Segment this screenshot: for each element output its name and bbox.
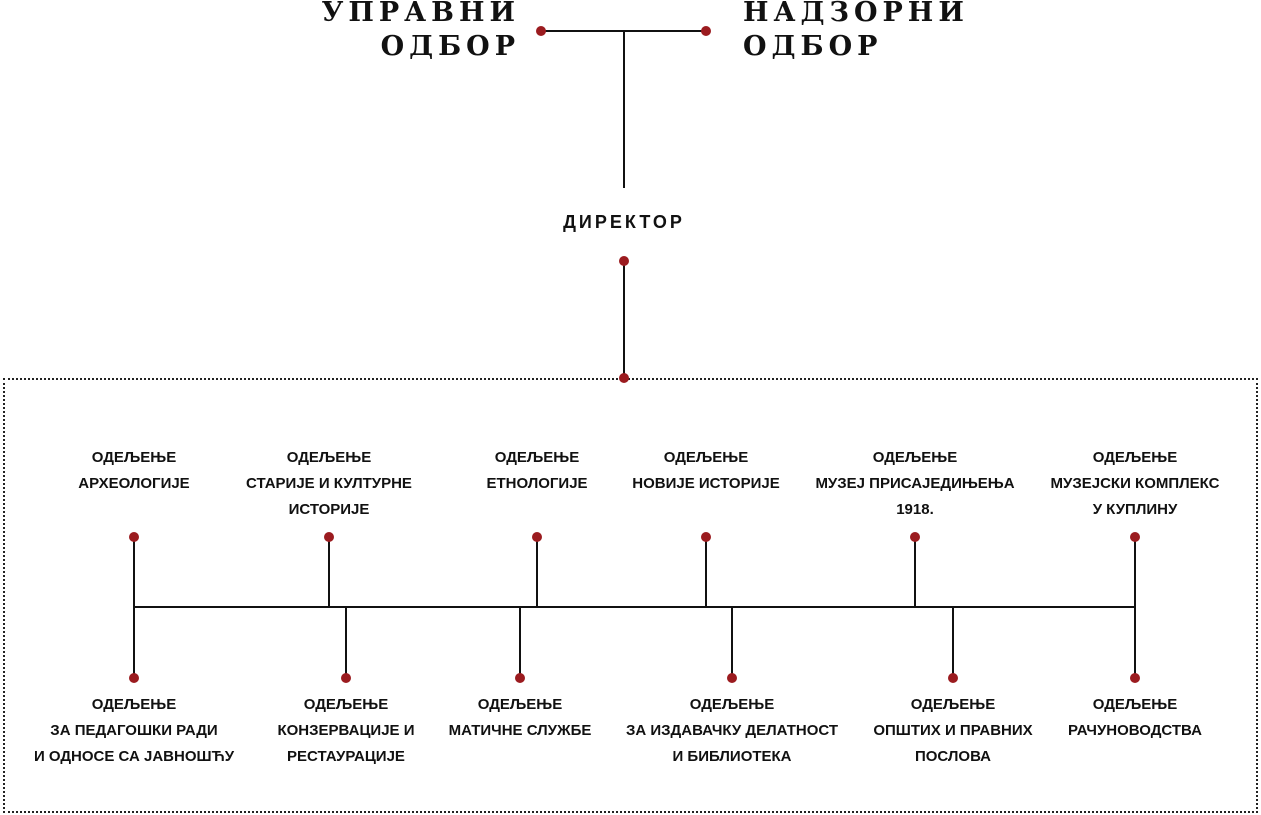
management-board-node bbox=[536, 26, 546, 36]
department-label-line: ОДЕЉЕЊЕ bbox=[477, 696, 563, 713]
department-label-line: И БИБЛИОТЕКА bbox=[672, 748, 792, 765]
department-label-line: МУЗЕЈСКИ КОМПЛЕКС bbox=[1050, 475, 1220, 492]
department-label-line: У КУПЛИНУ bbox=[1092, 501, 1178, 518]
bottom-department-node bbox=[341, 673, 351, 683]
department-label-line: МУЗЕЈ ПРИСАЈЕДИЊЕЊА bbox=[815, 475, 1015, 492]
department-label-line: ОДЕЉЕЊЕ bbox=[1092, 449, 1178, 466]
department-label-line: 1918. bbox=[896, 501, 934, 518]
top-department-node bbox=[1130, 532, 1140, 542]
department-label-line: СТАРИЈЕ И КУЛТУРНЕ bbox=[246, 475, 412, 492]
department-label-line: ЕТНОЛОГИЈЕ bbox=[486, 475, 588, 492]
department-label-line: ОДЕЉЕЊЕ bbox=[872, 449, 958, 466]
department-label-line: ЗА ИЗДАВАЧКУ ДЕЛАТНОСТ bbox=[625, 722, 839, 739]
management-board-line-2: ОДБОР bbox=[380, 31, 520, 62]
department-label-line: ОДЕЉЕЊЕ bbox=[91, 449, 177, 466]
bottom-department-node bbox=[1130, 673, 1140, 683]
top-department-node bbox=[129, 532, 139, 542]
management-board-line-1: УПРАВНИ bbox=[321, 0, 520, 28]
top-department-label: ОДЕЉЕЊЕ ЕТНОЛОГИЈЕ bbox=[417, 445, 657, 497]
bottom-department-label: ОДЕЉЕЊЕ РАЧУНОВОДСТВА bbox=[1015, 692, 1255, 744]
department-label-line: ОДЕЉЕЊЕ bbox=[494, 449, 580, 466]
supervisory-board-line-2: ОДБОР bbox=[743, 31, 883, 62]
top-department-label: ОДЕЉЕЊЕ МУЗЕЈ ПРИСАЈЕДИЊЕЊА 1918. bbox=[795, 445, 1035, 523]
top-department-node bbox=[701, 532, 711, 542]
supervisory-board-node bbox=[701, 26, 711, 36]
department-label-line: РАЧУНОВОДСТВА bbox=[1068, 722, 1202, 739]
bottom-department-label: ОДЕЉЕЊЕ МАТИЧНЕ СЛУЖБЕ bbox=[400, 692, 640, 744]
department-label-line: ОДЕЉЕЊЕ bbox=[663, 449, 749, 466]
top-department-label: ОДЕЉЕЊЕ НОВИЈЕ ИСТОРИЈЕ bbox=[586, 445, 826, 497]
top-department-node bbox=[324, 532, 334, 542]
department-label-line: ПОСЛОВА bbox=[914, 748, 992, 765]
department-label-line: ЗА ПЕДАГОШКИ РАДИ bbox=[50, 722, 218, 739]
department-label-line: РЕСТАУРАЦИЈЕ bbox=[287, 748, 405, 765]
bottom-department-node bbox=[948, 673, 958, 683]
department-label-line: ОДЕЉЕЊЕ bbox=[91, 696, 177, 713]
top-department-node bbox=[532, 532, 542, 542]
department-label-line: МАТИЧНЕ СЛУЖБЕ bbox=[448, 722, 592, 739]
departments-frame-node bbox=[619, 373, 629, 383]
management-board-label: УПРАВНИ ОДБОР bbox=[321, 0, 520, 64]
department-label-line: АРХЕОЛОГИЈЕ bbox=[78, 475, 190, 492]
bottom-department-label: ОДЕЉЕЊЕ КОНЗЕРВАЦИЈЕ И РЕСТАУРАЦИЈЕ bbox=[226, 692, 466, 770]
department-label-line: ОДЕЉЕЊЕ bbox=[1092, 696, 1178, 713]
department-label-line: ОПШТИХ И ПРАВНИХ bbox=[873, 722, 1033, 739]
bottom-department-node bbox=[727, 673, 737, 683]
top-department-label: ОДЕЉЕЊЕ СТАРИЈЕ И КУЛТУРНЕ ИСТОРИЈЕ bbox=[209, 445, 449, 523]
bottom-department-label: ОДЕЉЕЊЕ ЗА ПЕДАГОШКИ РАДИ И ОДНОСЕ СА ЈАВН… bbox=[14, 692, 254, 770]
bottom-department-label: ОДЕЉЕЊЕ ОПШТИХ И ПРАВНИХ ПОСЛОВА bbox=[833, 692, 1073, 770]
bottom-department-node bbox=[515, 673, 525, 683]
department-label-line: КОНЗЕРВАЦИЈЕ И bbox=[277, 722, 415, 739]
bottom-department-node bbox=[129, 673, 139, 683]
director-node bbox=[619, 256, 629, 266]
department-label-line: ОДЕЉЕЊЕ bbox=[689, 696, 775, 713]
bottom-department-label: ОДЕЉЕЊЕ ЗА ИЗДАВАЧКУ ДЕЛАТНОСТ И БИБЛИОТЕК… bbox=[612, 692, 852, 770]
department-label-line: НОВИЈЕ ИСТОРИЈЕ bbox=[632, 475, 780, 492]
departments-frame bbox=[3, 378, 1258, 813]
department-label-line: ОДЕЉЕЊЕ bbox=[286, 449, 372, 466]
top-department-node bbox=[910, 532, 920, 542]
top-department-label: ОДЕЉЕЊЕ МУЗЕЈСКИ КОМПЛЕКС У КУПЛИНУ bbox=[1015, 445, 1255, 523]
department-label-line: ОДЕЉЕЊЕ bbox=[910, 696, 996, 713]
department-label-line: ОДЕЉЕЊЕ bbox=[303, 696, 389, 713]
department-label-line: ИСТОРИЈЕ bbox=[288, 501, 370, 518]
supervisory-board-line-1: НАДЗОРНИ bbox=[743, 0, 969, 28]
top-department-label: ОДЕЉЕЊЕ АРХЕОЛОГИЈЕ bbox=[14, 445, 254, 497]
director-label: ДИРЕКТОР bbox=[563, 212, 685, 232]
department-label-line: И ОДНОСЕ СА ЈАВНОШЋУ bbox=[33, 748, 235, 765]
supervisory-board-label: НАДЗОРНИ ОДБОР bbox=[743, 0, 969, 64]
